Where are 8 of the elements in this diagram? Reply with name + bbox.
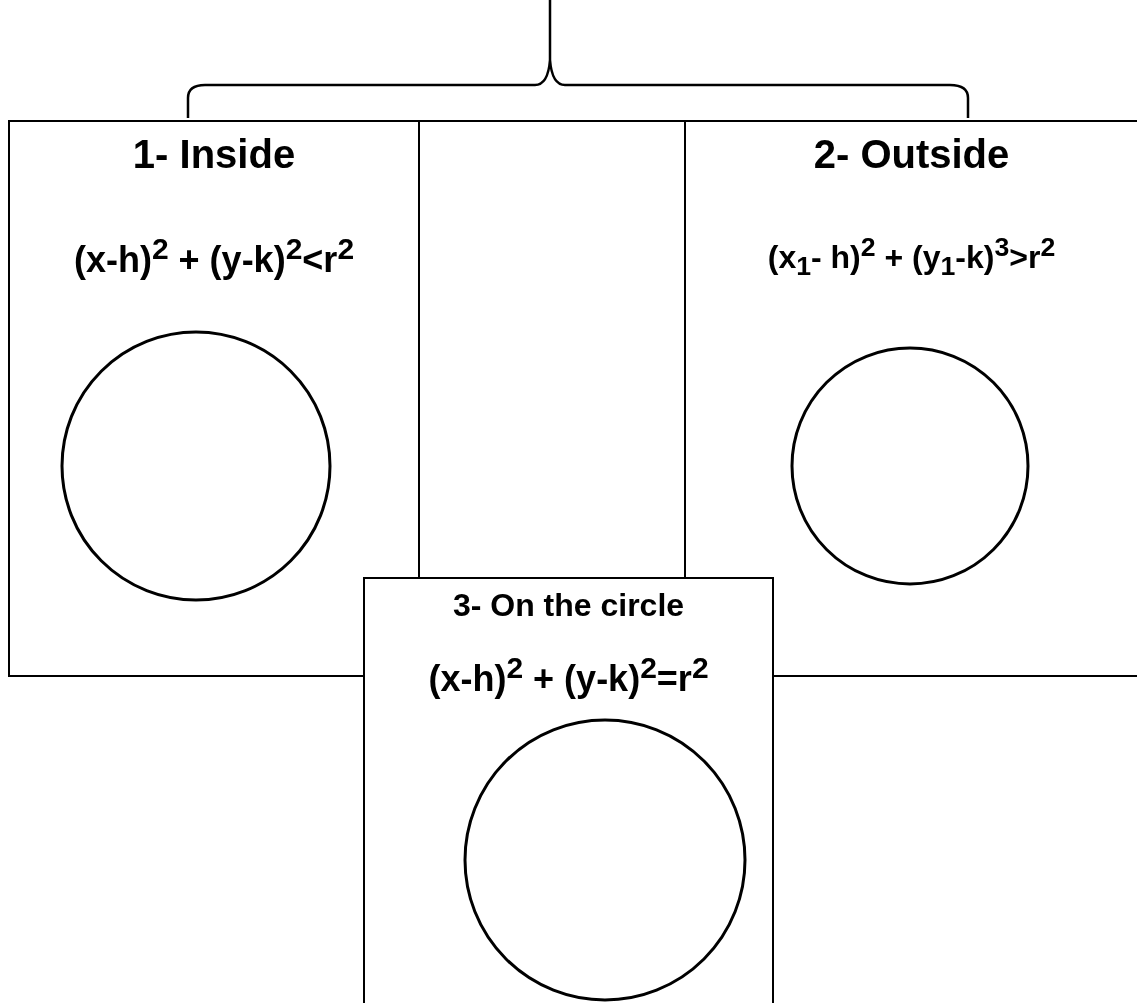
heading: 3- On the circle (452, 587, 685, 624)
equation: (x-h)$^{2}$ + (y-k)$^{2}$<r$^{2}$ (73, 232, 355, 281)
equation: (x-h)$^{2}$ + (y-k)$^{2}$=r$^{2}$ (428, 651, 709, 700)
heading: 2- Outside (813, 132, 1010, 177)
panel (363, 577, 774, 1003)
heading: 1- Inside (132, 132, 296, 177)
equation: (x$_{1}$- h)$^{2}$ + (y$_{1}$-k)$^{3}$>r$^{2}$ (767, 232, 1056, 283)
panel (8, 120, 420, 677)
